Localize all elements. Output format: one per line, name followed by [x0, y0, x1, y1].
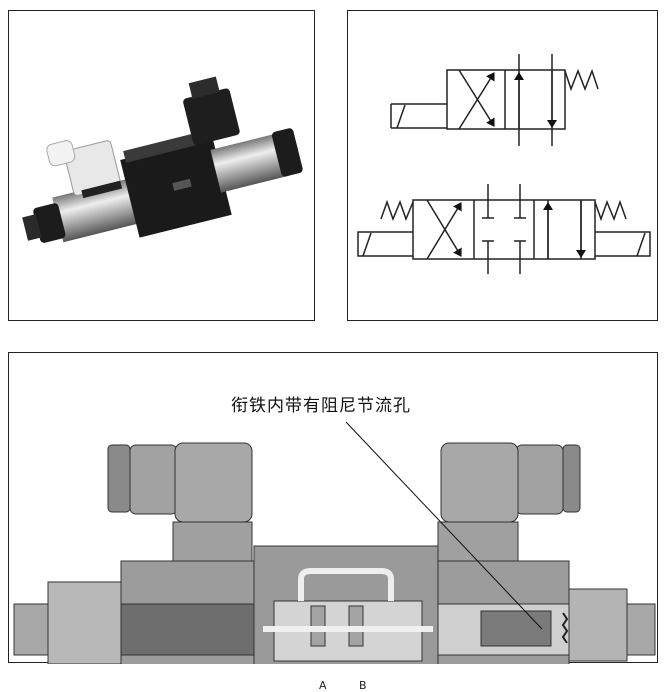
two-position-valve-symbol — [390, 54, 599, 146]
three-position-valve-symbol — [357, 184, 651, 274]
solenoid-valve-photo — [22, 76, 303, 243]
valve-cross-section — [13, 421, 656, 664]
cross-section-panel: 衔铁内带有阻尼节流孔 A B — [8, 352, 658, 692]
callout-leader-line — [345, 421, 543, 630]
armature-orifice-callout: 衔铁内带有阻尼节流孔 — [231, 396, 411, 416]
valve-photo-panel — [8, 10, 315, 321]
port-b-label: B — [359, 679, 367, 692]
port-a-label: A — [319, 679, 327, 692]
valve-symbols — [357, 54, 651, 274]
hydraulic-symbol-panel — [347, 10, 658, 321]
